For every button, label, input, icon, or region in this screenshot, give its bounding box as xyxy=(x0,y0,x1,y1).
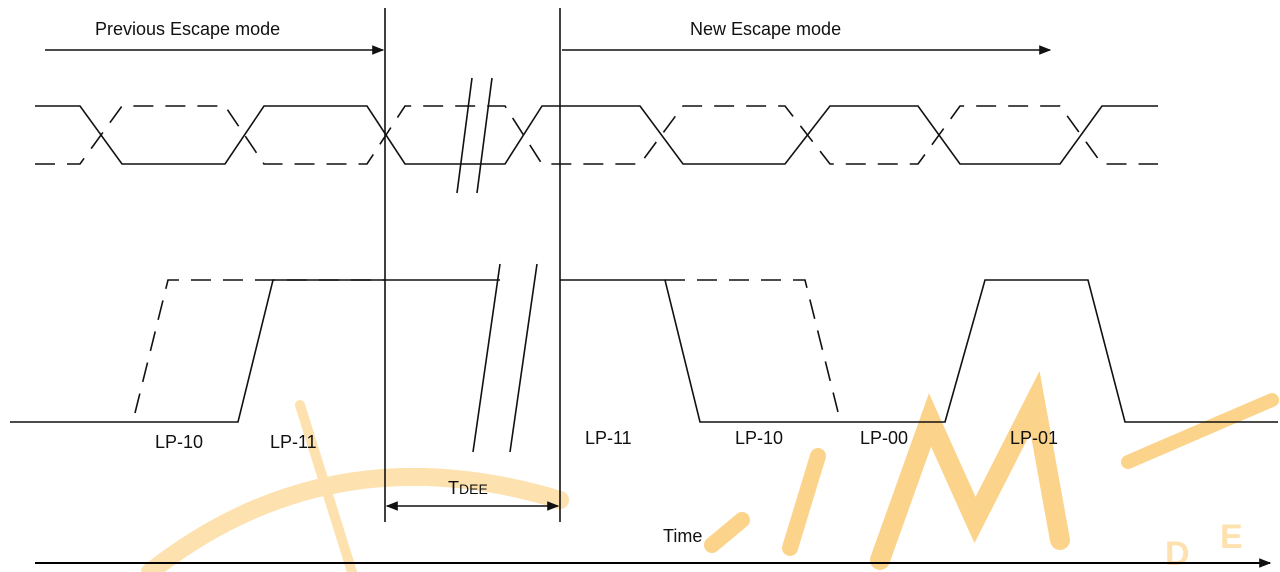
watermark-mark-2 xyxy=(782,448,826,556)
watermark-mark-1 xyxy=(704,512,750,553)
break-mark-bottom-2 xyxy=(509,263,538,453)
time-axis-label: Time xyxy=(663,526,702,546)
tdee-label-main: T xyxy=(448,478,459,498)
break-mark-top-1 xyxy=(456,77,473,194)
state-label-lp11-b: LP-11 xyxy=(585,428,632,448)
watermark-swoosh xyxy=(1121,393,1279,469)
lp-signal-solid-path xyxy=(10,279,1278,423)
watermark-letter-d: D xyxy=(1165,535,1190,572)
watermark-letter-e: E xyxy=(1220,518,1243,556)
data-eye-dashed-path xyxy=(35,105,1158,165)
break-mark-top-2 xyxy=(476,77,493,194)
watermark-logo: D E xyxy=(141,370,1279,572)
watermark-arc xyxy=(141,467,569,572)
tdee-label-sub: DEE xyxy=(459,481,488,497)
state-label-lp00: LP-00 xyxy=(860,428,908,448)
tdee-label: TDEE xyxy=(448,478,488,498)
data-eye-solid-path xyxy=(35,105,1158,165)
previous-mode-label: Previous Escape mode xyxy=(95,19,280,39)
break-mark-bottom-1 xyxy=(472,263,501,453)
state-label-lp10-a: LP-10 xyxy=(155,432,203,452)
watermark-letter-m xyxy=(870,370,1070,570)
state-label-lp10-b: LP-10 xyxy=(735,428,783,448)
state-label-lp11-a: LP-11 xyxy=(270,432,317,452)
lp-signal-dashed-path xyxy=(134,279,841,421)
new-mode-label: New Escape mode xyxy=(690,19,841,39)
watermark-pointer xyxy=(295,400,357,572)
state-label-lp01: LP-01 xyxy=(1010,428,1058,448)
